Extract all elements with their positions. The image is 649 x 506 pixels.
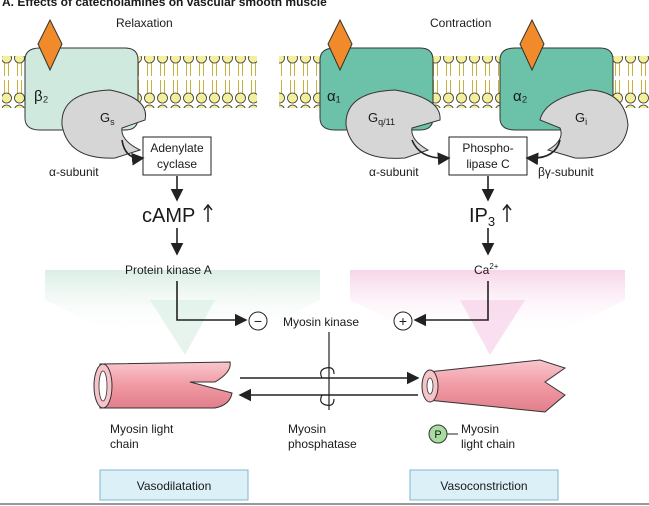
enzyme-hook-icon — [320, 367, 335, 406]
vasodilatation-box — [99, 469, 249, 501]
relaxed-vessel — [93, 361, 233, 409]
ligand-left — [37, 18, 63, 72]
contraction-heading: Contraction — [430, 16, 491, 30]
plc-line2: lipase C — [466, 157, 510, 171]
gq-to-plc-arrow — [411, 139, 451, 166]
contracted-vessel — [421, 359, 567, 413]
relaxation-heading: Relaxation — [116, 16, 173, 30]
mlc-right-line2: light chain — [461, 437, 515, 451]
ca-to-kinase-arrow — [413, 281, 489, 327]
contraction-funnel — [460, 300, 525, 355]
ligand-right-2 — [519, 18, 545, 72]
figure-title: A. Effects of catecholamines on vascular… — [2, 0, 327, 9]
vasoconstriction-label: Vasoconstriction — [440, 479, 527, 493]
alpha2-label: α₂ — [513, 88, 528, 105]
mlc-right-line1: Myosin — [461, 422, 499, 436]
gq-label: Gq/11 — [368, 110, 395, 127]
gs-protein — [61, 89, 147, 159]
ip3-increase-icon — [502, 203, 512, 222]
phosphatase-line2: phosphatase — [288, 437, 357, 451]
plc-line1: Phospho- — [462, 141, 513, 155]
pka-to-kinase-arrow — [176, 281, 248, 327]
inhibit-icon — [248, 311, 268, 331]
gi-protein — [539, 89, 629, 159]
camp-increase-icon — [203, 203, 213, 222]
phosphate-symbol: P — [434, 429, 441, 441]
adenylate-line1: Adenylate — [150, 141, 204, 155]
gi-to-plc-arrow — [525, 139, 561, 166]
phosphatase-line1: Myosin — [288, 422, 326, 436]
inhibit-symbol: − — [254, 313, 262, 329]
gi-label: Gi — [575, 110, 587, 127]
alpha-subunit-left: α-subunit — [49, 165, 99, 179]
activate-symbol: + — [399, 313, 407, 329]
mlc-left-line1: Myosin light — [110, 422, 174, 436]
gs-label: Gs — [100, 110, 115, 127]
beta-gamma-subunit: βγ-subunit — [538, 165, 594, 179]
alpha1-label: α₁ — [327, 88, 341, 105]
activate-icon — [393, 311, 413, 331]
relaxation-funnel — [150, 300, 215, 355]
beta2-label: β₂ — [34, 88, 49, 105]
vasodilatation-label: Vasodilatation — [137, 479, 212, 493]
adenylate-cyclase-box — [142, 136, 212, 176]
pka-label: Protein kinase A — [125, 263, 212, 277]
vasoconstriction-box — [409, 469, 559, 501]
myosin-kinase-label: Myosin kinase — [283, 315, 359, 329]
mlc-left-line2: chain — [110, 437, 139, 451]
ca-label: Ca2+ — [474, 262, 499, 277]
adenylate-line2: cyclase — [157, 157, 197, 171]
gq-protein — [345, 89, 441, 159]
camp-label: cAMP — [142, 205, 195, 227]
alpha-subunit-right: α-subunit — [369, 165, 419, 179]
ip3-label: IP3 — [469, 205, 495, 229]
phospholipase-c-box — [448, 136, 528, 176]
ligand-right-1 — [327, 18, 353, 72]
gs-to-cyclase-arrow — [121, 139, 145, 166]
